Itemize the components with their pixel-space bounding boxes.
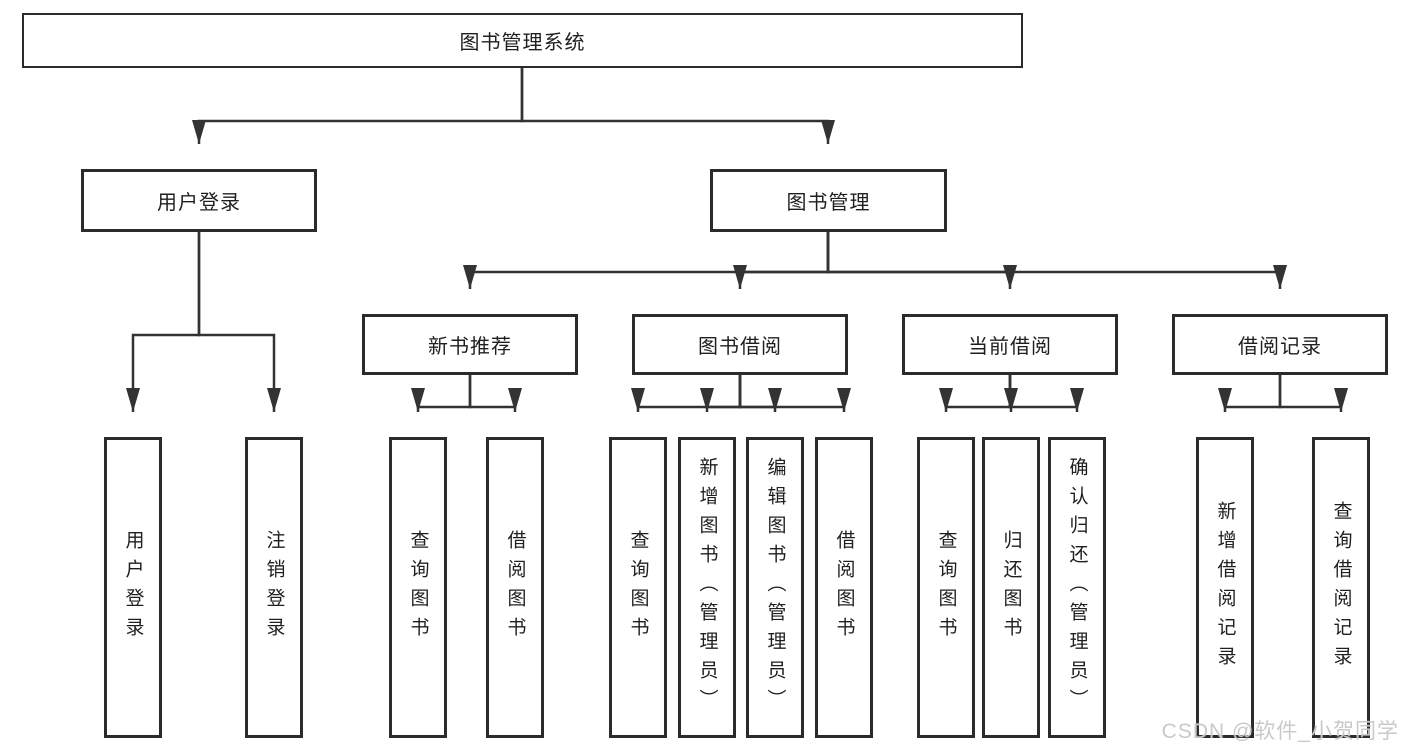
edge-bm-to-borrowing <box>733 232 830 289</box>
edge-bb-to-add <box>700 375 742 412</box>
csdn-watermark: CSDN @软件_小贺同学 <box>1161 720 1399 743</box>
edge-user-login-to-login <box>126 232 201 412</box>
leaf-label: 确认归还（管理员） <box>1066 457 1088 718</box>
edge-root-to-book-management <box>520 68 835 144</box>
node-current-borrowing: 当前借阅 <box>902 314 1118 375</box>
edge-bb-to-query <box>631 375 742 412</box>
node-library-management-system: 图书管理系统 <box>22 13 1023 68</box>
node-label: 用户登录 <box>157 192 241 214</box>
edge-bm-to-records <box>826 232 1287 289</box>
edge-user-login-to-logout <box>197 232 281 412</box>
edge-nb-to-query <box>411 375 472 412</box>
leaf-label: 归还图书 <box>1000 529 1022 646</box>
node-label: 图书管理 <box>786 192 871 214</box>
leaf-confirm-return-admin: 确认归还（管理员） <box>1048 437 1106 738</box>
leaf-label: 注销登录 <box>263 529 285 646</box>
leaf-query-borrow-record: 查询借阅记录 <box>1312 437 1370 738</box>
node-label: 图书管理系统 <box>459 32 586 54</box>
edge-cb-to-confirm <box>1008 375 1084 412</box>
leaf-borrow-books-recommend: 借阅图书 <box>486 437 544 738</box>
leaf-label: 新增借阅记录 <box>1214 500 1236 675</box>
leaf-return-books: 归还图书 <box>982 437 1040 738</box>
edge-bb-to-edit <box>738 375 782 412</box>
node-book-management: 图书管理 <box>710 169 947 232</box>
edge-bb-to-borrow <box>738 375 851 412</box>
node-borrowing-records: 借阅记录 <box>1172 314 1388 375</box>
node-label: 借阅记录 <box>1238 336 1322 358</box>
leaf-edit-book-admin: 编辑图书（管理员） <box>746 437 804 738</box>
leaf-label: 查询借阅记录 <box>1330 500 1352 675</box>
edge-br-to-query <box>1278 375 1348 412</box>
edge-nb-to-borrow <box>468 375 522 412</box>
leaf-label: 编辑图书（管理员） <box>764 457 786 718</box>
node-user-login: 用户登录 <box>81 169 317 232</box>
leaf-query-books-borrowing: 查询图书 <box>609 437 667 738</box>
leaf-query-books-recommend: 查询图书 <box>389 437 447 738</box>
leaf-logout: 注销登录 <box>245 437 303 738</box>
node-new-book-recommendation: 新书推荐 <box>362 314 578 375</box>
node-label: 当前借阅 <box>968 336 1052 358</box>
leaf-borrow-books-borrowing: 借阅图书 <box>815 437 873 738</box>
edge-bm-to-current <box>826 232 1017 289</box>
node-label: 图书借阅 <box>698 336 782 358</box>
edge-cb-to-return <box>1004 375 1018 412</box>
edge-bm-to-new-book <box>463 232 830 289</box>
leaf-label: 借阅图书 <box>833 529 855 646</box>
leaf-label: 新增图书（管理员） <box>696 457 718 718</box>
leaf-label: 查询图书 <box>407 529 429 646</box>
leaf-label: 查询图书 <box>627 529 649 646</box>
node-label: 新书推荐 <box>428 336 512 358</box>
leaf-query-books-current: 查询图书 <box>917 437 975 738</box>
leaf-label: 用户登录 <box>122 529 144 646</box>
edge-cb-to-query <box>939 375 1012 412</box>
leaf-user-login: 用户登录 <box>104 437 162 738</box>
node-book-borrowing: 图书借阅 <box>632 314 848 375</box>
leaf-add-borrow-record: 新增借阅记录 <box>1196 437 1254 738</box>
leaf-label: 借阅图书 <box>504 529 526 646</box>
edge-br-to-add <box>1218 375 1282 412</box>
leaf-add-book-admin: 新增图书（管理员） <box>678 437 736 738</box>
edge-root-to-user-login <box>192 68 524 144</box>
leaf-label: 查询图书 <box>935 529 957 646</box>
